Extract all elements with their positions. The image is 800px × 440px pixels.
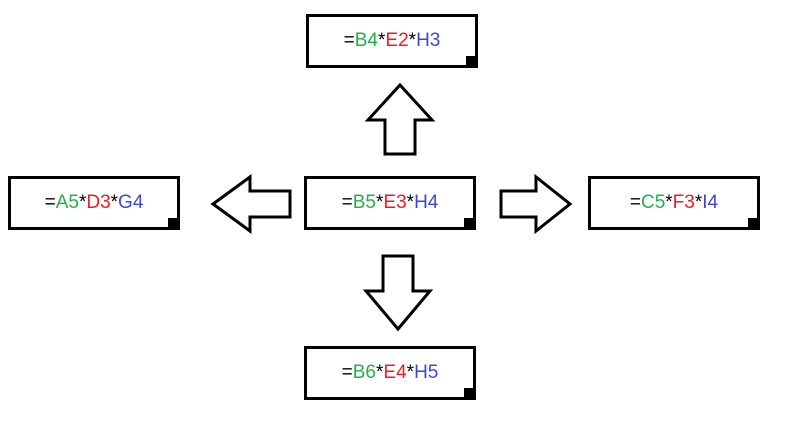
cell-ref-1: B5	[352, 192, 376, 213]
formula-cell-bottom[interactable]: =B6*E4*H5	[304, 346, 476, 400]
cell-ref-3: H5	[414, 362, 439, 383]
formula-cell-center[interactable]: =B5*E3*H4	[304, 176, 476, 230]
arrow-right-icon	[498, 174, 574, 234]
cell-ref-1: A5	[55, 192, 79, 213]
cell-ref-3: I4	[702, 192, 719, 213]
cell-ref-2: E2	[385, 30, 409, 51]
cell-ref-1: C5	[640, 192, 666, 213]
arrow-left-icon	[210, 174, 294, 234]
cell-ref-2: E4	[383, 362, 407, 383]
fill-handle[interactable]	[466, 56, 475, 65]
cell-ref-1: B6	[352, 362, 376, 383]
formula-text: =B6*E4*H5	[341, 362, 439, 383]
cell-ref-1: B4	[354, 30, 378, 51]
cell-ref-3: G4	[118, 192, 144, 213]
fill-handle[interactable]	[464, 218, 473, 227]
cell-ref-2: D3	[86, 192, 111, 213]
formula-cell-left[interactable]: =A5*D3*G4	[8, 176, 180, 230]
arrow-up-icon	[360, 82, 440, 158]
formula-text: =A5*D3*G4	[44, 192, 144, 213]
cell-ref-2: F3	[672, 192, 695, 213]
fill-handle[interactable]	[464, 388, 473, 397]
fill-handle[interactable]	[748, 218, 757, 227]
formula-text: =C5*F3*I4	[629, 192, 719, 213]
formula-text: =B5*E3*H4	[341, 192, 439, 213]
fill-handle[interactable]	[168, 218, 177, 227]
arrow-down-icon	[358, 253, 438, 333]
cell-ref-2: E3	[383, 192, 407, 213]
cell-ref-3: H4	[414, 192, 439, 213]
formula-cell-top[interactable]: =B4*E2*H3	[306, 14, 478, 68]
cell-ref-3: H3	[416, 30, 441, 51]
formula-text: =B4*E2*H3	[343, 30, 441, 51]
formula-cell-right[interactable]: =C5*F3*I4	[588, 176, 760, 230]
